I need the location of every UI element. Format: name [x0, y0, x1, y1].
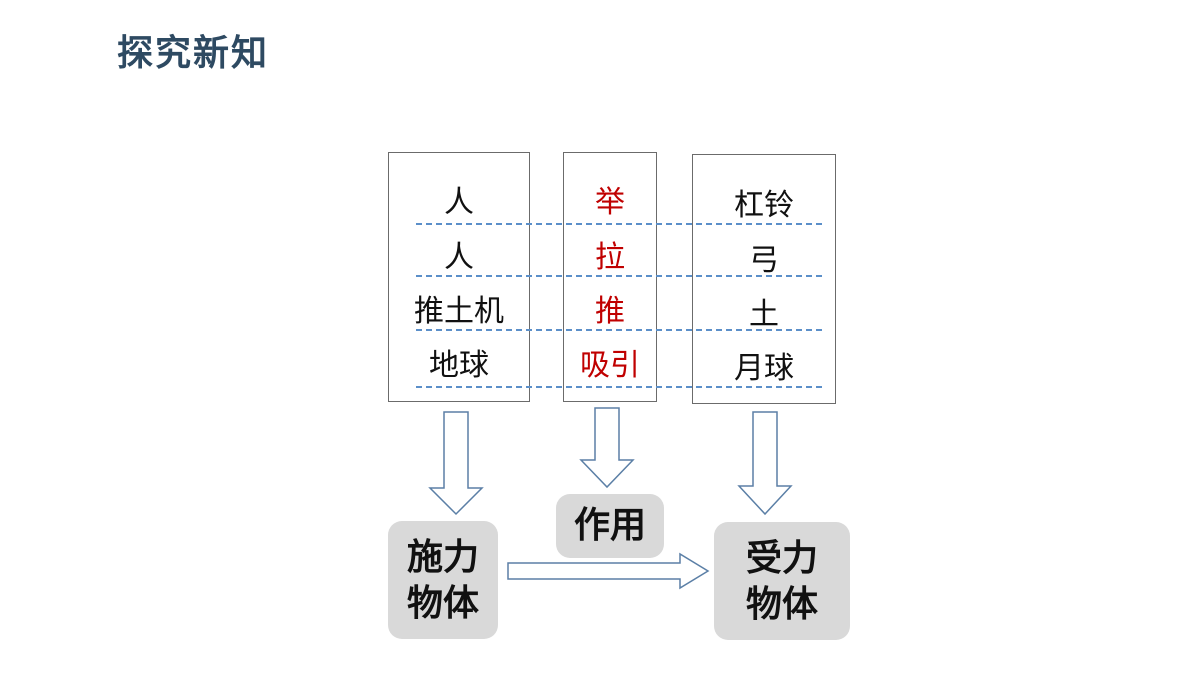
box-label-line: 受力 — [745, 538, 818, 579]
box-label-line: 物体 — [406, 583, 479, 624]
box-label-line: 物体 — [745, 584, 818, 625]
subject-cell: 人 — [444, 185, 474, 220]
object-cell: 杠铃 — [734, 188, 794, 223]
action-cell: 推 — [595, 294, 625, 329]
action-cell: 吸引 — [580, 348, 640, 383]
force-receiver-box: 受力 物体 — [714, 522, 850, 640]
slide-title: 探究新知 — [117, 33, 270, 74]
object-cell: 月球 — [734, 351, 794, 386]
row-divider-dashed-line — [416, 386, 822, 388]
subject-cell: 人 — [444, 240, 474, 275]
row-divider-dashed-line — [416, 223, 822, 225]
row-divider-dashed-line — [416, 275, 822, 277]
down-arrow-icon — [428, 411, 484, 516]
row-divider-dashed-line — [416, 329, 822, 331]
object-cell: 弓 — [749, 243, 779, 278]
subject-cell: 地球 — [429, 348, 489, 383]
right-arrow-icon — [507, 552, 710, 590]
down-arrow-icon — [579, 407, 635, 489]
box-label-line: 施力 — [406, 537, 479, 578]
object-column: 杠铃 弓 土 月球 — [692, 154, 836, 404]
action-column: 举 拉 推 吸引 — [563, 152, 657, 402]
action-cell: 拉 — [595, 240, 625, 275]
subject-cell: 推土机 — [414, 294, 504, 329]
action-cell: 举 — [595, 185, 625, 220]
force-applier-box: 施力 物体 — [388, 521, 498, 639]
object-cell: 土 — [749, 297, 779, 332]
down-arrow-icon — [737, 411, 793, 516]
interaction-box: 作用 — [556, 494, 664, 558]
subject-column: 人 人 推土机 地球 — [388, 152, 530, 402]
